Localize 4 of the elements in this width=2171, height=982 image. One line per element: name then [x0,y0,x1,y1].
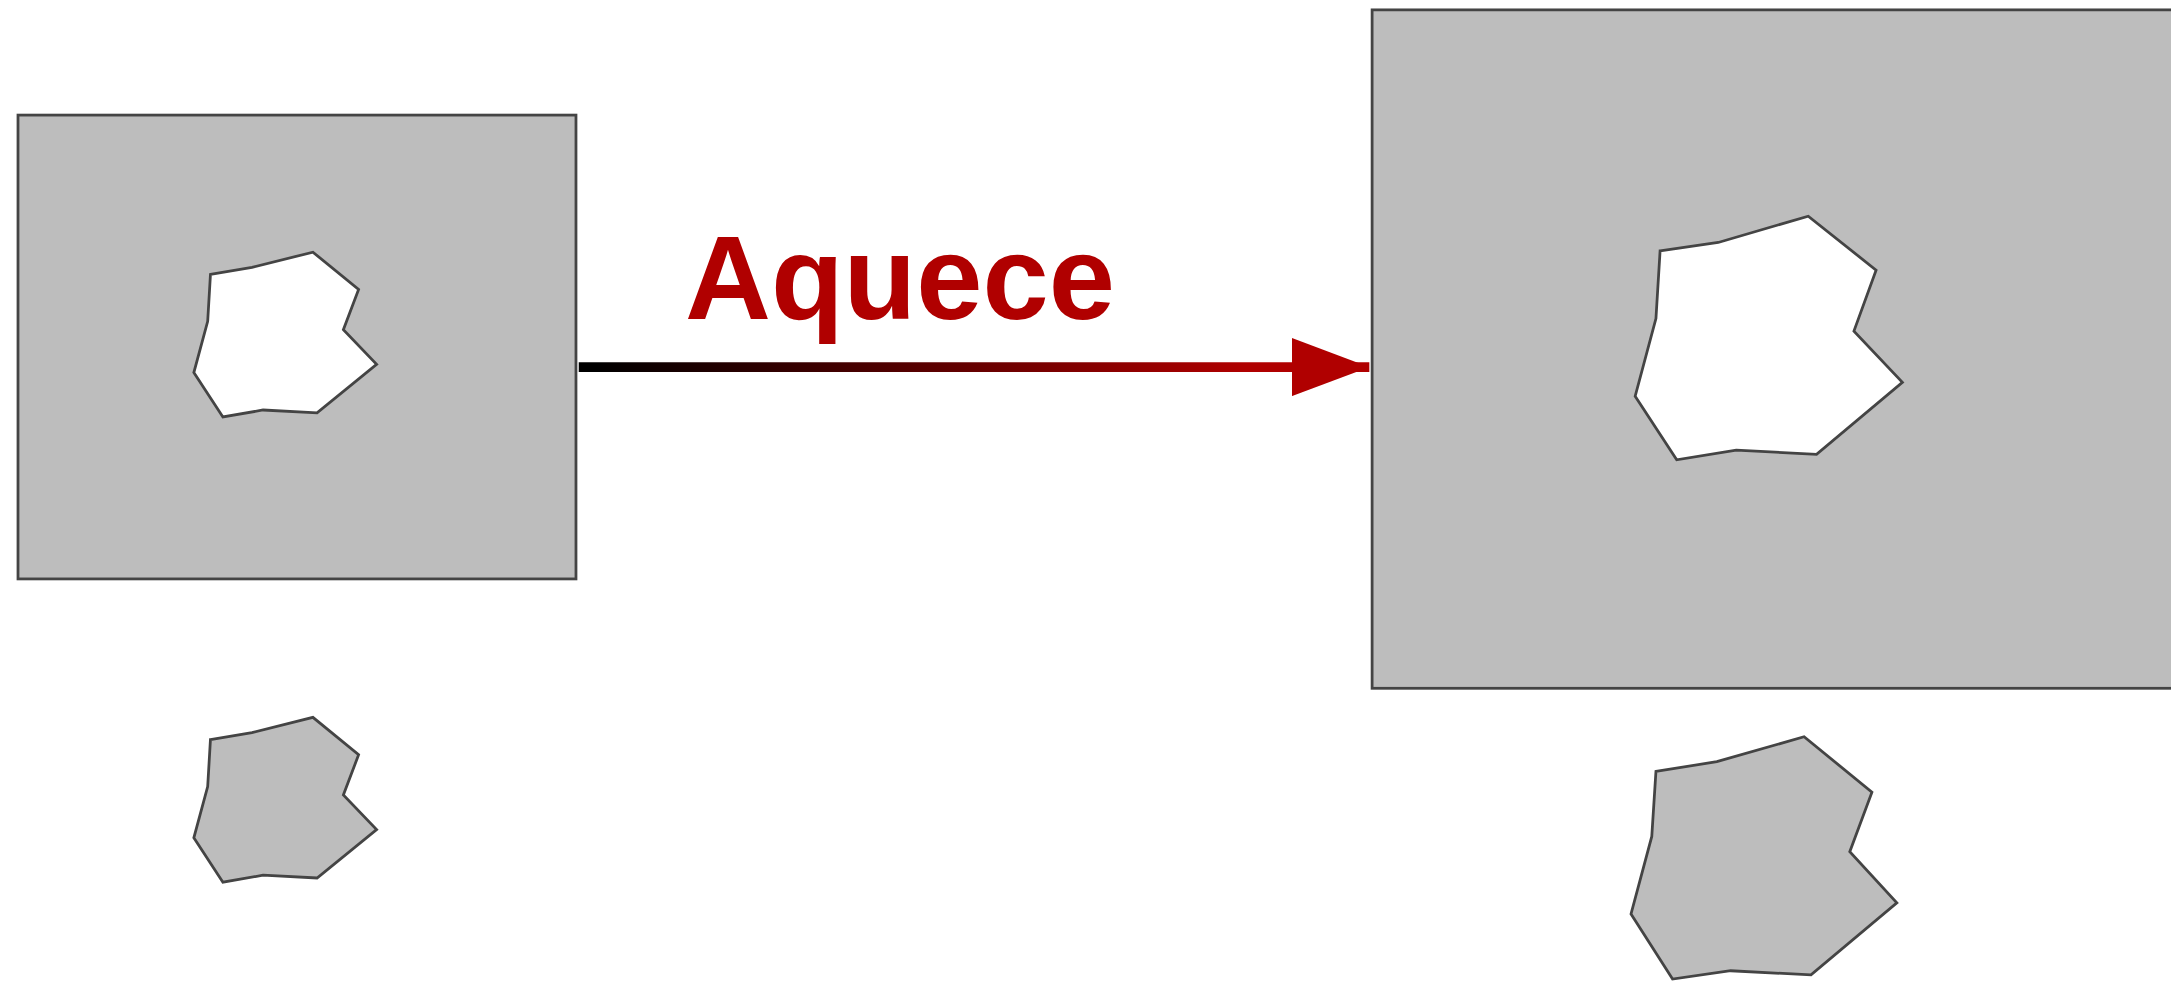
edge-label: Aquece [684,210,1115,344]
plate-with-hole-drawing [1370,8,2171,690]
plate-with-hole-drawing [16,113,578,581]
arrow [578,338,1370,397]
